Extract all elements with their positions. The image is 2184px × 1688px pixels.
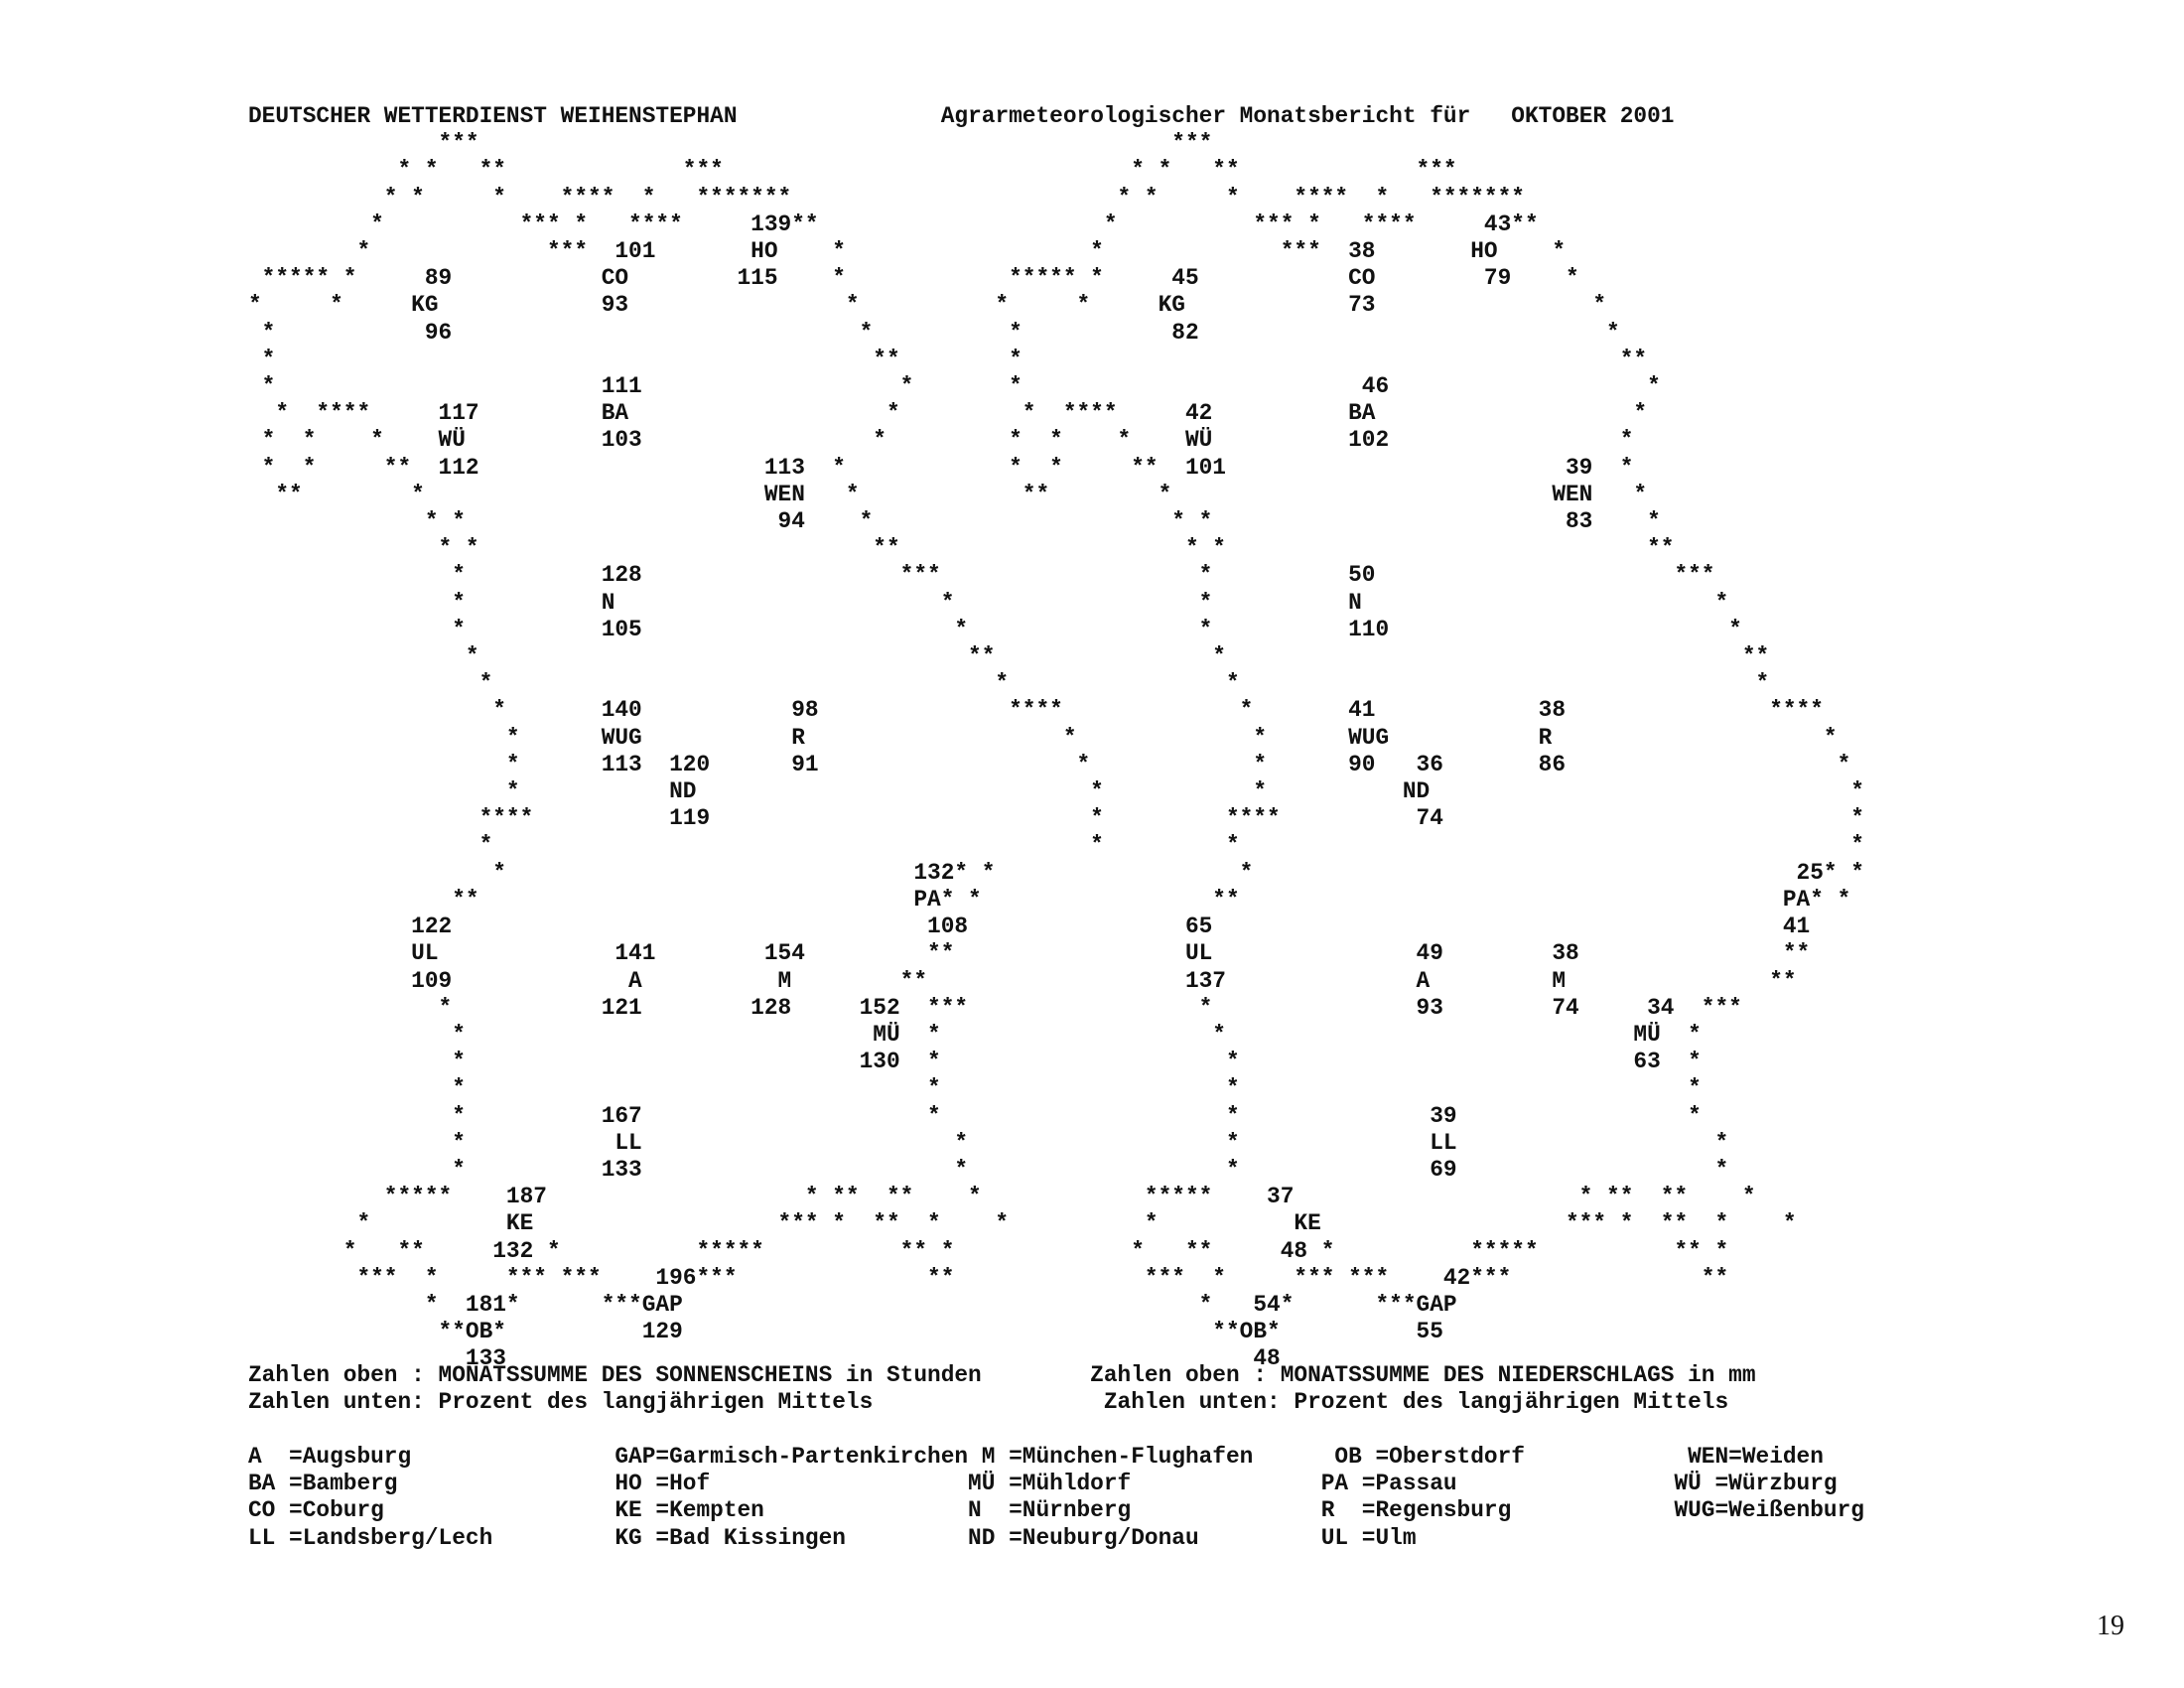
map-line: 133 48 [248,1345,1281,1372]
map-line: **OB* 129 **OB* 55 [248,1319,1443,1345]
map-caption: Zahlen oben : MONATSSUMME DES SONNENSCHE… [248,1362,1756,1416]
report-header: DEUTSCHER WETTERDIENST WEIHENSTEPHAN Agr… [248,103,1674,129]
map-line: * 96 * * 82 * [248,319,1620,346]
map-line: ***** * 89 CO 115 * ***** * 45 CO 79 * [248,265,1579,292]
map-line: * * * **** * ******* * * * **** * ******… [248,184,1525,211]
map-line: * **** 117 BA * * **** 42 BA * [248,400,1648,427]
map-line: * * * * [248,670,1770,697]
map-line: * 105 * * 110 * [248,616,1742,642]
map-line: *** * *** *** 196*** ** *** * *** *** 42… [248,1264,1729,1291]
map-line: * 140 98 **** * 41 38 **** [248,697,1824,724]
map-line: * * * * [248,832,1864,859]
map-line: * ND * * ND * [248,778,1864,805]
legend-line: BA =Bamberg HO =Hof MÜ =Mühldorf PA =Pas… [248,1471,1838,1497]
map-line: **** 119 * **** 74 * [248,805,1864,832]
map-line: * * 94 * * * 83 * [248,508,1661,535]
legend-line: CO =Coburg KE =Kempten N =Nürnberg R =Re… [248,1497,1864,1524]
map-line: * 181* ***GAP * 54* ***GAP [248,1291,1457,1318]
map-line: * KE *** * ** * * * KE *** * ** * * [248,1210,1797,1237]
caption-line: Zahlen unten: Prozent des langjährigen M… [248,1389,1729,1416]
header-left: DEUTSCHER WETTERDIENST WEIHENSTEPHAN [248,103,738,129]
map-line: * * ** 112 113 * * * ** 101 39 * [248,454,1634,481]
map-line: * * * * [248,1075,1702,1102]
map-line: * LL * * LL * [248,1129,1729,1156]
map-line: * * ** *** * * ** *** [248,157,1457,184]
ascii-maps: DEUTSCHER WETTERDIENST WEIHENSTEPHAN Agr… [248,103,1864,1373]
map-line: * 132* * * 25* * [248,859,1864,886]
map-line: * MÜ * * MÜ * [248,1021,1702,1048]
map-line: UL 141 154 ** UL 49 38 ** [248,940,1811,967]
bavaria-maps-sunshine-and-precipitation: *** *** * * ** *** * * ** *** * * * ****… [248,130,1864,1371]
map-line: * *** 101 HO * * *** 38 HO * [248,238,1566,265]
header-right: Agrarmeteorologischer Monatsbericht für … [940,103,1675,129]
map-line: * ** 132 * ***** ** * * ** 48 * ***** **… [248,1237,1729,1264]
map-line: ** * WEN * ** * WEN * [248,481,1648,507]
map-line: * 111 * * 46 * [248,373,1661,400]
legend-line: LL =Landsberg/Lech KG =Bad Kissingen ND … [248,1524,1417,1551]
map-line: * 128 *** * 50 *** [248,562,1715,589]
map-line: * 133 * * 69 * [248,1156,1729,1183]
map-line: * ** * ** [248,643,1770,670]
map-line: * * ** * * ** [248,535,1675,562]
map-line: 109 A M ** 137 A M ** [248,967,1797,994]
map-line: * 167 * * 39 * [248,1102,1702,1129]
map-line: * *** * **** 139** * *** * **** 43** [248,211,1539,237]
map-line: ***** 187 * ** ** * ***** 37 * ** ** * [248,1184,1756,1210]
map-line: * 121 128 152 *** * 93 74 34 *** [248,994,1742,1021]
legend-line: A =Augsburg GAP=Garmisch-Partenkirchen M… [248,1444,1824,1470]
map-line: * * KG 93 * * * KG 73 * [248,292,1607,319]
map-line: 122 108 65 41 [248,914,1811,940]
station-legend: A =Augsburg GAP=Garmisch-Partenkirchen M… [248,1444,1864,1552]
map-line: * * * WÜ 103 * * * * WÜ 102 * [248,427,1634,454]
map-line: * 113 120 91 * * 90 36 86 * [248,751,1851,777]
map-line: * ** * ** [248,346,1648,372]
map-line: ** PA* * ** PA* * [248,886,1851,913]
caption-line: Zahlen oben : MONATSSUMME DES SONNENSCHE… [248,1362,1756,1388]
map-line: * WUG R * * WUG R * [248,724,1838,751]
page-number: 19 [2097,1611,2124,1641]
map-line: *** *** [248,130,1213,157]
map-line: * N * * N * [248,589,1729,616]
map-line: * 130 * * 63 * [248,1049,1702,1075]
